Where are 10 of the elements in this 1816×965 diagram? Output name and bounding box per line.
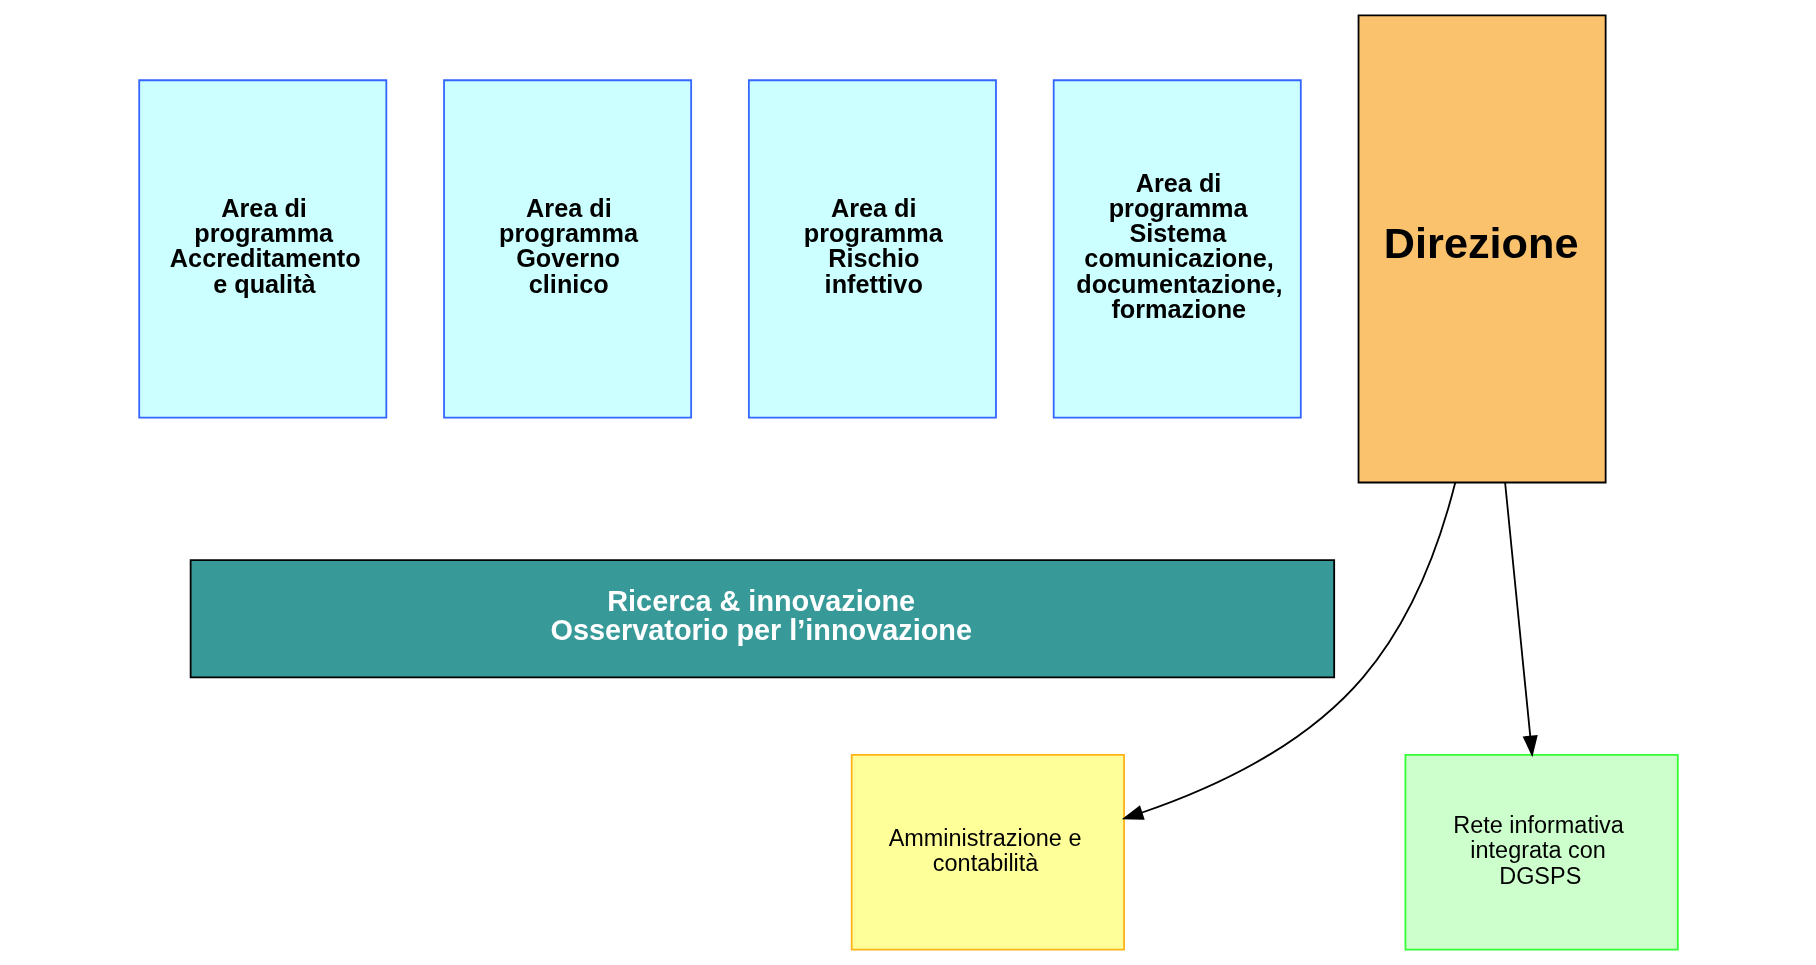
arrow — [1121, 481, 1456, 820]
node-box: Area di programma Rischio infettivo — [747, 79, 997, 419]
node-box: Amministrazione e contabilità — [850, 753, 1125, 951]
node-box: Area di programma Governo clinico — [442, 79, 692, 419]
node-box: Area di programma Sistema comunicazione, documentazione, formazione — [1052, 79, 1302, 419]
arrow — [1503, 481, 1538, 758]
node-box: Direzione — [1357, 14, 1607, 484]
node-box: Ricerca & innovazione Osservatorio per l’innovazione — [189, 559, 1335, 679]
node-box: Area di programma Accreditamento e qualità — [137, 79, 387, 419]
node-box: Rete informativa integrata con DGSPS — [1404, 753, 1679, 951]
